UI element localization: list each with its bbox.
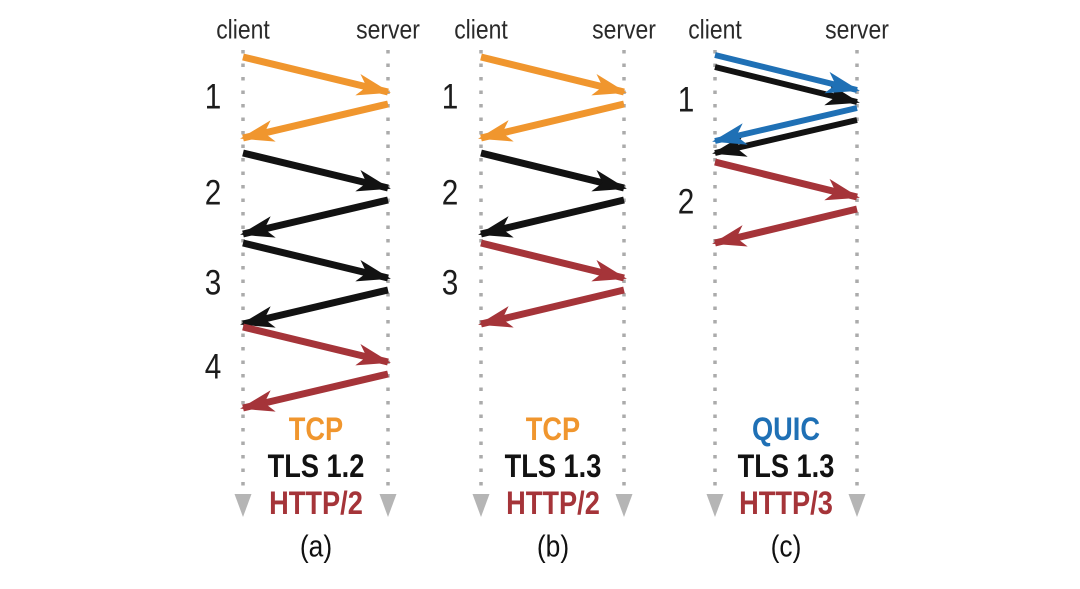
message-arrow-tcp xyxy=(478,100,625,142)
round-trip-number: 4 xyxy=(204,347,222,387)
client-timeline-end-arrow-icon xyxy=(472,494,490,517)
message-arrow-http xyxy=(480,239,627,282)
message-arrow-http xyxy=(478,286,625,328)
round-trip-number: 1 xyxy=(441,77,459,117)
server-column-label: server xyxy=(592,14,656,45)
server-timeline-end-arrow-icon xyxy=(379,494,397,517)
round-trip-number: 3 xyxy=(441,263,459,303)
panel-caption: (c) xyxy=(770,528,802,564)
client-column-label: client xyxy=(688,14,742,45)
message-arrow-tls xyxy=(478,196,625,238)
client-timeline-end-arrow-icon xyxy=(706,494,724,517)
message-arrow-tcp xyxy=(242,53,391,96)
message-arrow-http xyxy=(240,370,389,412)
panel-caption: (a) xyxy=(299,528,332,564)
round-trip-number: 1 xyxy=(677,80,695,120)
client-column-label: client xyxy=(216,14,270,45)
server-column-label: server xyxy=(825,14,889,45)
message-arrow-tls xyxy=(242,239,391,282)
server-timeline-end-arrow-icon xyxy=(615,494,633,517)
message-arrow-http xyxy=(714,158,860,201)
round-trip-number: 2 xyxy=(441,173,459,213)
round-trip-number: 3 xyxy=(204,263,222,303)
message-arrow-tls xyxy=(242,149,391,192)
message-arrow-tcp xyxy=(480,53,627,96)
server-column-label: server xyxy=(356,14,420,45)
server-timeline-end-arrow-icon xyxy=(848,494,866,517)
round-trip-number: 1 xyxy=(204,77,222,117)
panel-caption: (b) xyxy=(536,528,569,564)
protocol-stack-label: QUIC xyxy=(752,411,820,447)
message-arrow-tls xyxy=(714,64,860,106)
message-arrow-tcp xyxy=(240,100,389,142)
protocol-stack-label: TLS 1.3 xyxy=(737,448,835,484)
message-arrow-tls xyxy=(480,149,627,192)
round-trip-number: 2 xyxy=(204,173,222,213)
message-arrow-tls xyxy=(240,196,389,238)
message-arrow-quic xyxy=(714,52,860,94)
client-timeline-end-arrow-icon xyxy=(234,494,252,517)
protocol-stack-label: TLS 1.3 xyxy=(504,448,601,484)
protocol-stack-label: TCP xyxy=(288,411,343,447)
message-arrow-quic xyxy=(712,105,858,145)
protocol-stack-label: HTTP/2 xyxy=(505,485,600,521)
message-arrow-http xyxy=(242,323,391,366)
protocol-stack-label: TLS 1.2 xyxy=(267,448,364,484)
protocol-stack-label: HTTP/3 xyxy=(739,485,833,521)
message-arrow-http xyxy=(712,205,858,247)
protocol-stack-label: TCP xyxy=(525,411,580,447)
client-column-label: client xyxy=(454,14,508,45)
protocol-stack-label: HTTP/2 xyxy=(268,485,363,521)
message-arrow-tls xyxy=(240,286,389,328)
message-arrow-tls xyxy=(712,117,858,157)
round-trip-number: 2 xyxy=(677,182,695,222)
